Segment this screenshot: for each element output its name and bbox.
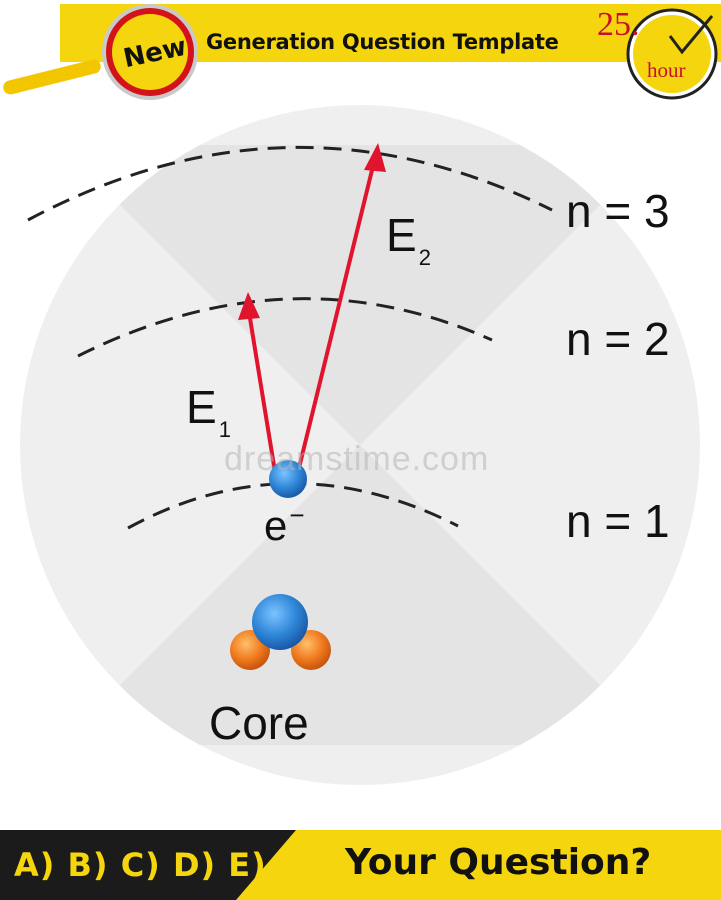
core-label: Core [209, 697, 309, 749]
shell-label-n3: n = 3 [566, 185, 670, 237]
footer-graphics [0, 830, 721, 900]
energy-label-e1: E1 [186, 380, 231, 442]
energy-symbol: E [386, 209, 417, 261]
bohr-model-diagram: dreamstime.com n = 3 n = 2 n = 1 E1 E2 e… [20, 105, 700, 785]
header-graphics [3, 4, 721, 100]
footer: A) B) C) D) E) Your Question? [0, 830, 721, 900]
energy-subscript: 1 [218, 417, 231, 442]
watermark: dreamstime.com [224, 440, 490, 478]
diagram-graphics [20, 105, 700, 785]
nucleus [230, 594, 331, 670]
answer-options: A) B) C) D) E) [14, 846, 267, 884]
clock-icon [626, 8, 718, 100]
transition-arrow-e2 [296, 143, 386, 473]
electron-charge: − [289, 500, 305, 530]
electron-symbol: e [264, 502, 288, 549]
page-title: Generation Question Template [206, 30, 559, 54]
shell-label-n2: n = 2 [566, 313, 670, 365]
energy-subscript: 2 [418, 245, 431, 270]
shell-label-n1: n = 1 [566, 495, 670, 547]
energy-symbol: E [186, 381, 217, 433]
clock-number: 25. [597, 6, 640, 43]
magnifier-icon [3, 4, 198, 100]
disc-quadrants [60, 145, 660, 745]
electron [269, 460, 307, 498]
shell-n2 [77, 297, 493, 358]
electron-label: e− [264, 500, 305, 550]
energy-label-e2: E2 [386, 208, 431, 270]
clock-unit: hour [647, 58, 686, 82]
transition-arrow-e1 [238, 292, 277, 473]
question-text: Your Question? [345, 842, 652, 883]
header: New Generation Question Template 25. hou… [0, 0, 721, 100]
